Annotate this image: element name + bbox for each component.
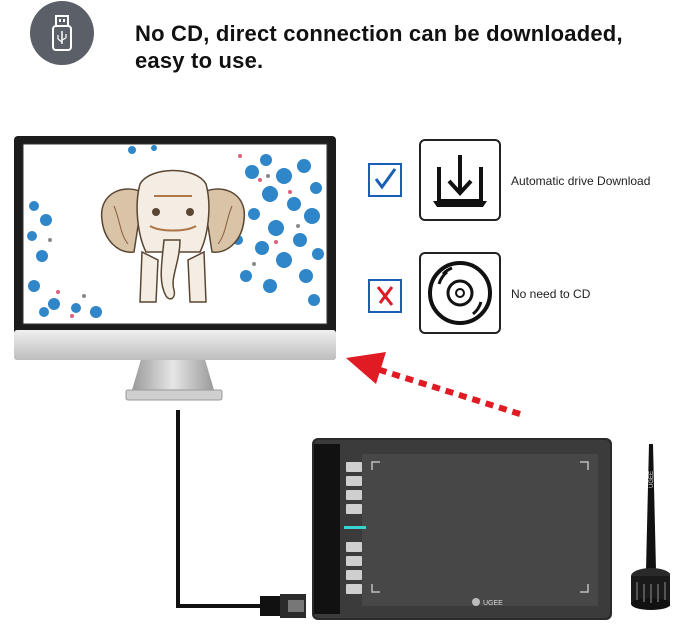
headline-line-1: No CD, direct connection can be download… xyxy=(135,21,623,46)
drawing-tablet: UGEE xyxy=(312,438,612,620)
dashed-arrow-icon xyxy=(346,352,521,417)
checkmark-icon xyxy=(374,168,397,190)
blue-flowers-artwork xyxy=(27,145,324,318)
usb-drive-icon xyxy=(30,1,94,65)
tablet-brand: UGEE xyxy=(483,600,503,607)
cross-mark-icon xyxy=(376,286,394,306)
stylus-pen: UGEE xyxy=(631,444,670,610)
pen-brand: UGEE xyxy=(649,471,655,488)
express-keys xyxy=(346,462,362,594)
checked-checkbox xyxy=(368,163,402,197)
elephant-artwork xyxy=(100,169,246,303)
brand-logo-icon xyxy=(472,598,480,606)
cd-disc-icon xyxy=(419,252,501,334)
active-area-corners xyxy=(371,461,589,593)
usb-cable xyxy=(176,410,306,618)
feature-label: Automatic drive Download xyxy=(511,174,651,188)
download-tray-icon xyxy=(419,139,501,221)
headline: No CD, direct connection can be download… xyxy=(135,20,675,74)
crossed-checkbox xyxy=(368,279,402,313)
feature-label: No need to CD xyxy=(511,287,591,301)
monitor-illustration xyxy=(14,136,336,401)
headline-line-2: easy to use. xyxy=(135,48,264,73)
